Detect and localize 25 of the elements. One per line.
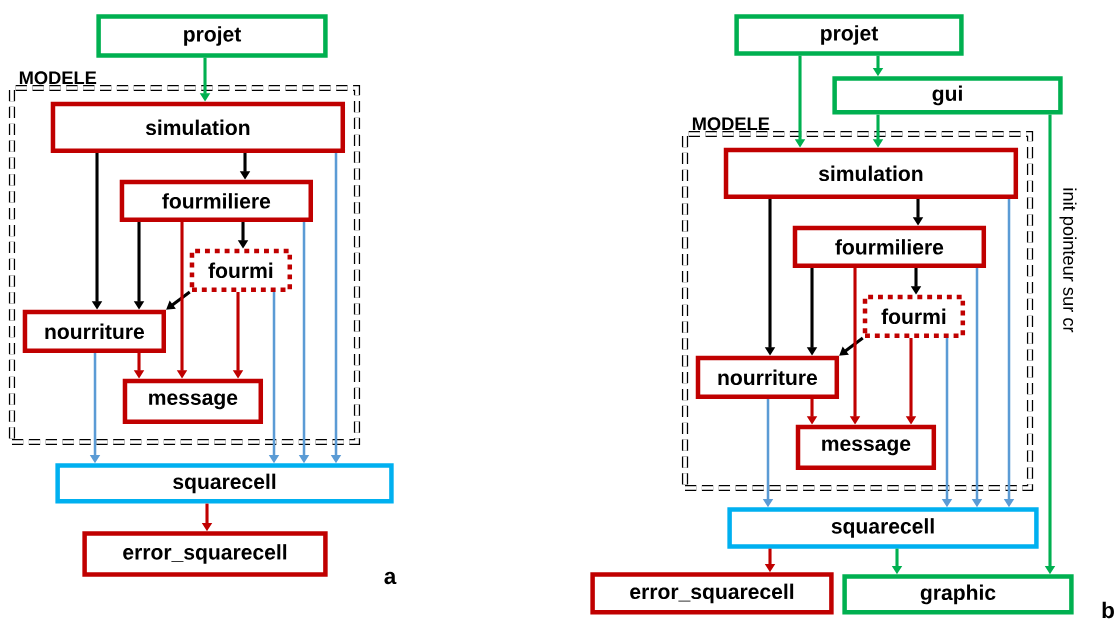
class-box: projet [734, 14, 964, 56]
class-box: projet [96, 14, 328, 58]
class-box: error_squarecell [82, 531, 328, 577]
class-box: fourmi [189, 248, 293, 292]
arrow [839, 336, 864, 356]
class-box: fourmiliere [792, 225, 987, 268]
class-box: simulation [50, 101, 346, 153]
class-box: fourmiliere [119, 179, 313, 222]
class-box: gui [832, 76, 1063, 115]
class-box: squarecell [55, 463, 394, 504]
class-box: message [795, 424, 937, 470]
panel-letter: a [384, 571, 397, 585]
class-box: message [122, 378, 264, 424]
arrow [166, 290, 191, 310]
class-box: nourriture [695, 355, 840, 399]
class-box: nourriture [22, 309, 166, 353]
node-label: MODELE [19, 71, 97, 85]
class-box: simulation [723, 147, 1019, 199]
edge-label: init pointeur sur cr [1059, 188, 1077, 333]
class-box: error_squarecell [590, 572, 834, 615]
class-box: graphic [842, 574, 1074, 615]
class-box: squarecell [727, 507, 1039, 549]
panel-letter: b [1102, 601, 1114, 619]
node-label: MODELE [692, 117, 770, 131]
class-box: fourmi [862, 294, 966, 338]
